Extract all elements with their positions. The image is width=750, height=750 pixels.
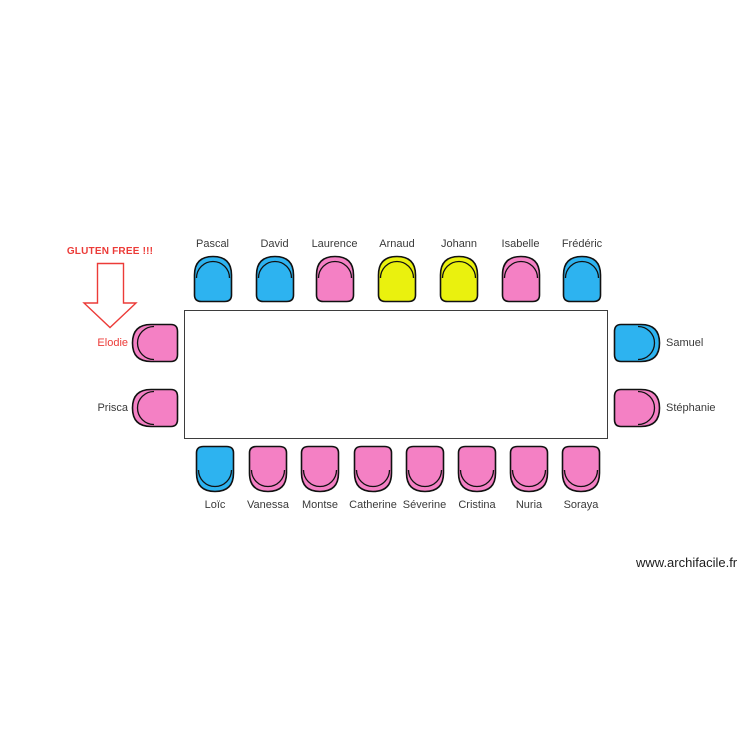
chair-icon (613, 323, 661, 363)
seat-johann[interactable] (439, 255, 479, 303)
chair-icon (377, 255, 417, 303)
gluten-free-annotation: GLUTEN FREE !!! (66, 246, 154, 257)
seat-cristina[interactable] (457, 445, 497, 493)
seat-label: Frédéric (561, 238, 603, 250)
chair-icon (353, 445, 393, 493)
seat-label: Arnaud (379, 238, 415, 250)
seat-catherine[interactable] (353, 445, 393, 493)
seat-isabelle[interactable] (501, 255, 541, 303)
chair-icon (562, 255, 602, 303)
seat-label: Elodie (97, 337, 128, 349)
seat-frederic[interactable] (562, 255, 602, 303)
down-arrow-icon (82, 262, 138, 329)
seat-arnaud[interactable] (377, 255, 417, 303)
seat-severine[interactable] (405, 445, 445, 493)
seat-pascal[interactable] (193, 255, 233, 303)
seat-david[interactable] (255, 255, 295, 303)
seat-label: Soraya (563, 499, 599, 511)
chair-icon (248, 445, 288, 493)
chair-icon (457, 445, 497, 493)
seat-label: Loïc (204, 499, 226, 511)
seat-montse[interactable] (300, 445, 340, 493)
seat-elodie[interactable] (131, 319, 179, 367)
seat-laurence[interactable] (315, 255, 355, 303)
chair-icon (300, 445, 340, 493)
seat-label: Isabelle (501, 238, 540, 250)
chair-icon (439, 255, 479, 303)
seat-soraya[interactable] (561, 445, 601, 493)
chair-icon (405, 445, 444, 493)
seat-label: Séverine (402, 499, 447, 511)
chair-icon (131, 388, 179, 428)
seat-label: Johann (440, 238, 478, 250)
seat-stephanie[interactable] (613, 384, 661, 432)
seat-nuria[interactable] (509, 445, 549, 493)
seat-samuel[interactable] (613, 319, 661, 367)
seat-label: Samuel (666, 337, 704, 349)
seat-label: Stéphanie (666, 402, 716, 414)
seat-prisca[interactable] (131, 384, 179, 432)
seat-label: Nuria (515, 499, 543, 511)
chair-icon (561, 445, 601, 493)
chair-icon (255, 255, 294, 303)
seat-label: Prisca (97, 402, 128, 414)
chair-icon (501, 255, 540, 303)
seat-loic[interactable] (195, 445, 235, 493)
seat-label: Pascal (195, 238, 230, 250)
seat-vanessa[interactable] (248, 445, 288, 493)
chair-icon (509, 445, 549, 493)
watermark: www.archifacile.fr (636, 555, 738, 570)
seat-label: David (260, 238, 289, 250)
dining-table[interactable] (184, 310, 608, 439)
chair-icon (195, 445, 235, 493)
chair-icon (131, 323, 179, 363)
seat-label: Vanessa (247, 499, 289, 511)
chair-icon (193, 255, 232, 303)
chair-icon (315, 255, 354, 303)
seat-label: Laurence (311, 238, 358, 250)
seat-label: Montse (301, 499, 339, 511)
seat-label: Catherine (349, 499, 397, 511)
seat-label: Cristina (458, 499, 496, 511)
chair-icon (613, 388, 661, 428)
